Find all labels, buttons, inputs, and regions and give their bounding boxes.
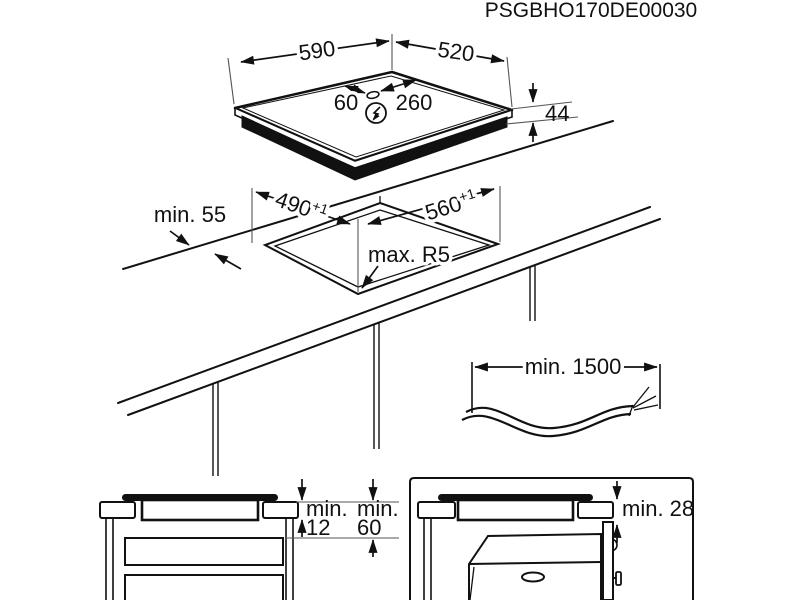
worktop-legs xyxy=(212,265,536,476)
hob-glass-section xyxy=(122,494,278,501)
hob-depth-label: 520 xyxy=(436,37,476,67)
drawer-front-upper xyxy=(124,537,284,566)
worktop-section-right xyxy=(262,501,299,519)
hob-glass-section xyxy=(438,494,593,501)
ref-line-44-bottom xyxy=(505,116,579,125)
worktop-cutout-view: min. 55 490+1 560+1 max. R5 xyxy=(117,120,661,476)
hob-glass-inner-edge xyxy=(241,75,506,158)
drawer-front-lower xyxy=(124,574,284,600)
worktop-section-right xyxy=(577,501,614,519)
extension-line-left xyxy=(227,57,235,105)
worktop-front-bottom-edge xyxy=(127,218,661,416)
cable-entry-oval xyxy=(366,90,380,100)
cable-wire-bottom xyxy=(461,412,632,438)
dimension-line-560 xyxy=(367,188,495,225)
oven-door-left-edge xyxy=(469,566,475,600)
hob-base xyxy=(241,115,508,181)
oven-handle xyxy=(521,571,545,583)
cable-offset-right-label: 260 xyxy=(396,90,433,115)
corner-radius-label: max. R5 xyxy=(368,242,450,267)
extension-line-right xyxy=(506,56,513,108)
cabinet-walls xyxy=(423,518,432,600)
hob-body-section xyxy=(456,498,575,522)
oven-door-top-edge xyxy=(468,561,602,565)
clearance-shelf-prefix: min. xyxy=(357,496,399,521)
cable-wire-top xyxy=(465,404,634,430)
product-code: PSGBHO170DE00030 xyxy=(485,0,697,22)
arrow-min55-a xyxy=(169,230,190,246)
arrow-min55-b xyxy=(214,253,242,270)
dimension-line-490 xyxy=(255,191,351,225)
dimension-line-60 xyxy=(344,84,366,95)
underside-clearance-view: min. 12 min. 60 xyxy=(99,479,399,600)
edge-distance-label: min. 55 xyxy=(154,202,226,227)
power-connection-icon xyxy=(365,102,387,124)
clearance-drawer-prefix: min. xyxy=(306,496,348,521)
mains-cable-view: min. 1500 xyxy=(461,351,661,438)
arrow-corner-radius xyxy=(361,265,379,289)
cable-frayed-end xyxy=(628,386,659,417)
hob-height-label: 44 xyxy=(545,101,569,126)
cable-length-label: min. 1500 xyxy=(525,354,622,379)
lightning-bolt-icon xyxy=(372,106,381,121)
cutout-outer-edge xyxy=(262,201,502,296)
clearance-drawer-value: 12 xyxy=(306,515,330,540)
clearance-shelf-value: 60 xyxy=(357,515,381,540)
worktop-front-top-edge xyxy=(117,206,651,404)
dimension-line-260 xyxy=(380,79,417,92)
hob-body-section xyxy=(140,498,260,522)
dimension-line-590 xyxy=(240,38,390,65)
hob-width-label: 590 xyxy=(297,36,337,66)
hob-isometric-view: 590 520 60 260 44 xyxy=(227,32,579,181)
oven-side-panel xyxy=(602,521,614,600)
cable-offset-left-label: 60 xyxy=(334,90,358,115)
oven-clearance-view: min. 28 xyxy=(409,477,694,600)
oven-clearance-label: min. 28 xyxy=(622,496,694,521)
oven-knob xyxy=(613,571,622,586)
oven-body xyxy=(468,532,602,600)
dimension-line-520 xyxy=(395,39,505,64)
worktop-section-left xyxy=(99,501,136,519)
cabinet-walls xyxy=(105,518,294,600)
worktop-section-left xyxy=(417,501,456,519)
view-frame xyxy=(409,477,694,600)
ref-line-44-top xyxy=(510,101,573,110)
